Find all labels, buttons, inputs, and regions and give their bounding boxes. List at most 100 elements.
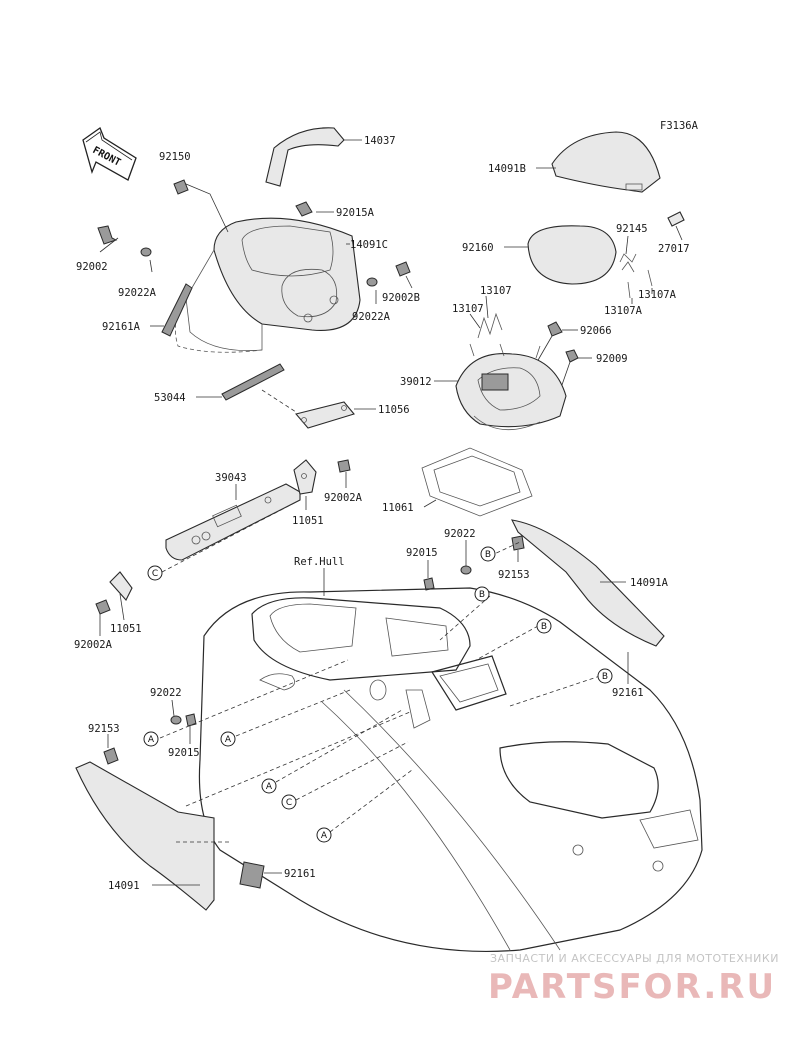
part-92022-washer-upper[interactable] xyxy=(460,565,472,575)
part-92153-bolt-lower[interactable] xyxy=(103,747,119,765)
ref-marker-b-1: B xyxy=(480,546,496,562)
part-11056-bracket[interactable] xyxy=(295,401,355,429)
part-14037-trim[interactable] xyxy=(265,127,345,187)
callout-92015-upper[interactable]: 92015 xyxy=(406,547,438,559)
part-39043-plate[interactable] xyxy=(165,483,301,561)
callout-14091C[interactable]: 14091C xyxy=(350,239,388,251)
part-92161-strip-lower[interactable] xyxy=(239,861,265,889)
callout-92161-lower[interactable]: 92161 xyxy=(284,868,316,880)
part-53044-strip[interactable] xyxy=(221,363,297,413)
callout-labels: 14037 92150 92015A 14091C 92002 92022A 9… xyxy=(74,135,690,892)
part-13107-springs[interactable] xyxy=(477,312,503,339)
part-27017-label[interactable] xyxy=(667,211,685,227)
ref-marker-b-3: B xyxy=(536,618,552,634)
watermark: ЗАПЧАСТИ И АКСЕССУАРЫ ДЛЯ МОТОТЕХНИКИ PA… xyxy=(488,952,779,1007)
callout-92002A-lower[interactable]: 92002A xyxy=(74,639,113,651)
callout-13107A-left[interactable]: 13107A xyxy=(604,305,643,317)
part-92002B-bolt[interactable] xyxy=(395,261,411,277)
ref-marker-a-1: A xyxy=(143,731,159,747)
callout-92015-lower[interactable]: 92015 xyxy=(168,747,200,759)
watermark-brand: PARTSFOR.RU xyxy=(488,967,776,1007)
svg-text:A: A xyxy=(148,735,155,745)
callout-92150[interactable]: 92150 xyxy=(159,151,191,163)
ref-marker-a-4: A xyxy=(316,827,332,843)
svg-text:C: C xyxy=(152,569,158,579)
part-39012-storage-tub[interactable] xyxy=(455,343,567,431)
callout-11061[interactable]: 11061 xyxy=(382,502,414,514)
figure-code: F3136A xyxy=(660,120,699,132)
callout-92022-lower[interactable]: 92022 xyxy=(150,687,182,699)
callout-14091A[interactable]: 14091A xyxy=(630,577,669,589)
callout-11051-upper[interactable]: 11051 xyxy=(292,515,324,527)
callout-92160[interactable]: 92160 xyxy=(462,242,494,254)
ref-marker-c-upper: C xyxy=(147,565,163,581)
part-92150-bolt[interactable] xyxy=(173,179,229,233)
svg-text:B: B xyxy=(485,550,491,560)
ref-hull-label: Ref.Hull xyxy=(294,556,345,568)
callout-92022A-right[interactable]: 92022A xyxy=(352,311,391,323)
callout-92002[interactable]: 92002 xyxy=(76,261,108,273)
part-11051-bracket-lower[interactable] xyxy=(109,571,133,601)
callout-11051-lower[interactable]: 11051 xyxy=(110,623,142,635)
callout-leaders xyxy=(99,139,683,886)
ref-marker-b-2: B xyxy=(474,586,490,602)
part-11051-bracket-upper[interactable] xyxy=(293,459,317,495)
part-14091B-lid[interactable] xyxy=(551,131,661,193)
callout-13107A-right[interactable]: 13107A xyxy=(638,289,677,301)
callout-13107-lower[interactable]: 13107 xyxy=(452,303,484,315)
part-92022A-washer-left[interactable] xyxy=(140,247,152,257)
callout-14037[interactable]: 14037 xyxy=(364,135,396,147)
svg-text:B: B xyxy=(541,622,547,632)
callout-92153-upper[interactable]: 92153 xyxy=(498,569,530,581)
part-92002A-bolt-lower[interactable] xyxy=(95,599,111,615)
svg-text:C: C xyxy=(286,798,292,808)
callout-14091B[interactable]: 14091B xyxy=(488,163,526,175)
watermark-caption: ЗАПЧАСТИ И АКСЕССУАРЫ ДЛЯ МОТОТЕХНИКИ xyxy=(490,952,779,965)
part-92002A-bolt-upper[interactable] xyxy=(337,459,351,473)
part-92022A-washer-right[interactable] xyxy=(366,277,378,287)
callout-92002A-upper[interactable]: 92002A xyxy=(324,492,363,504)
part-92015-nut-lower[interactable] xyxy=(185,713,197,727)
part-92161A-strip[interactable] xyxy=(161,283,193,337)
svg-text:B: B xyxy=(479,590,485,600)
part-14091C-cover[interactable] xyxy=(174,217,361,353)
part-92015-nut-upper[interactable] xyxy=(423,577,435,591)
ref-marker-a-2: A xyxy=(220,731,236,747)
callout-13107-upper[interactable]: 13107 xyxy=(480,285,512,297)
callout-92161-right[interactable]: 92161 xyxy=(612,687,644,699)
ref-hull xyxy=(198,587,703,953)
part-14091A-side-cover[interactable] xyxy=(511,519,665,647)
part-92015A-clip[interactable] xyxy=(295,201,313,217)
callout-11056[interactable]: 11056 xyxy=(378,404,410,416)
callout-92022-upper[interactable]: 92022 xyxy=(444,528,476,540)
part-92022-washer-lower[interactable] xyxy=(170,715,182,725)
callout-92002B[interactable]: 92002B xyxy=(382,292,420,304)
callout-53044[interactable]: 53044 xyxy=(154,392,186,404)
callout-92153-lower[interactable]: 92153 xyxy=(88,723,120,735)
part-92160-pad[interactable] xyxy=(527,225,617,285)
callout-27017[interactable]: 27017 xyxy=(658,243,690,255)
svg-text:A: A xyxy=(225,735,232,745)
part-13107A-springs[interactable] xyxy=(627,269,653,299)
callout-39043[interactable]: 39043 xyxy=(215,472,247,484)
svg-text:A: A xyxy=(321,831,328,841)
callout-39012[interactable]: 39012 xyxy=(400,376,432,388)
ref-marker-a-3: A xyxy=(261,778,277,794)
ref-marker-c-lower: C xyxy=(281,794,297,810)
part-92002-bolt[interactable] xyxy=(97,225,118,245)
part-92145-clips[interactable] xyxy=(619,253,637,273)
callout-92145[interactable]: 92145 xyxy=(616,223,648,235)
callout-92022A-left[interactable]: 92022A xyxy=(118,287,157,299)
callout-92161A[interactable]: 92161A xyxy=(102,321,141,333)
part-14091-side-cover[interactable] xyxy=(75,761,232,911)
part-11061-gasket[interactable] xyxy=(421,447,533,517)
callout-92066[interactable]: 92066 xyxy=(580,325,612,337)
callout-92009[interactable]: 92009 xyxy=(596,353,628,365)
callout-92015A[interactable]: 92015A xyxy=(336,207,375,219)
assembly-leaders xyxy=(159,499,601,833)
ref-marker-b-4: B xyxy=(597,668,613,684)
callout-14091[interactable]: 14091 xyxy=(108,880,140,892)
svg-text:A: A xyxy=(266,782,273,792)
